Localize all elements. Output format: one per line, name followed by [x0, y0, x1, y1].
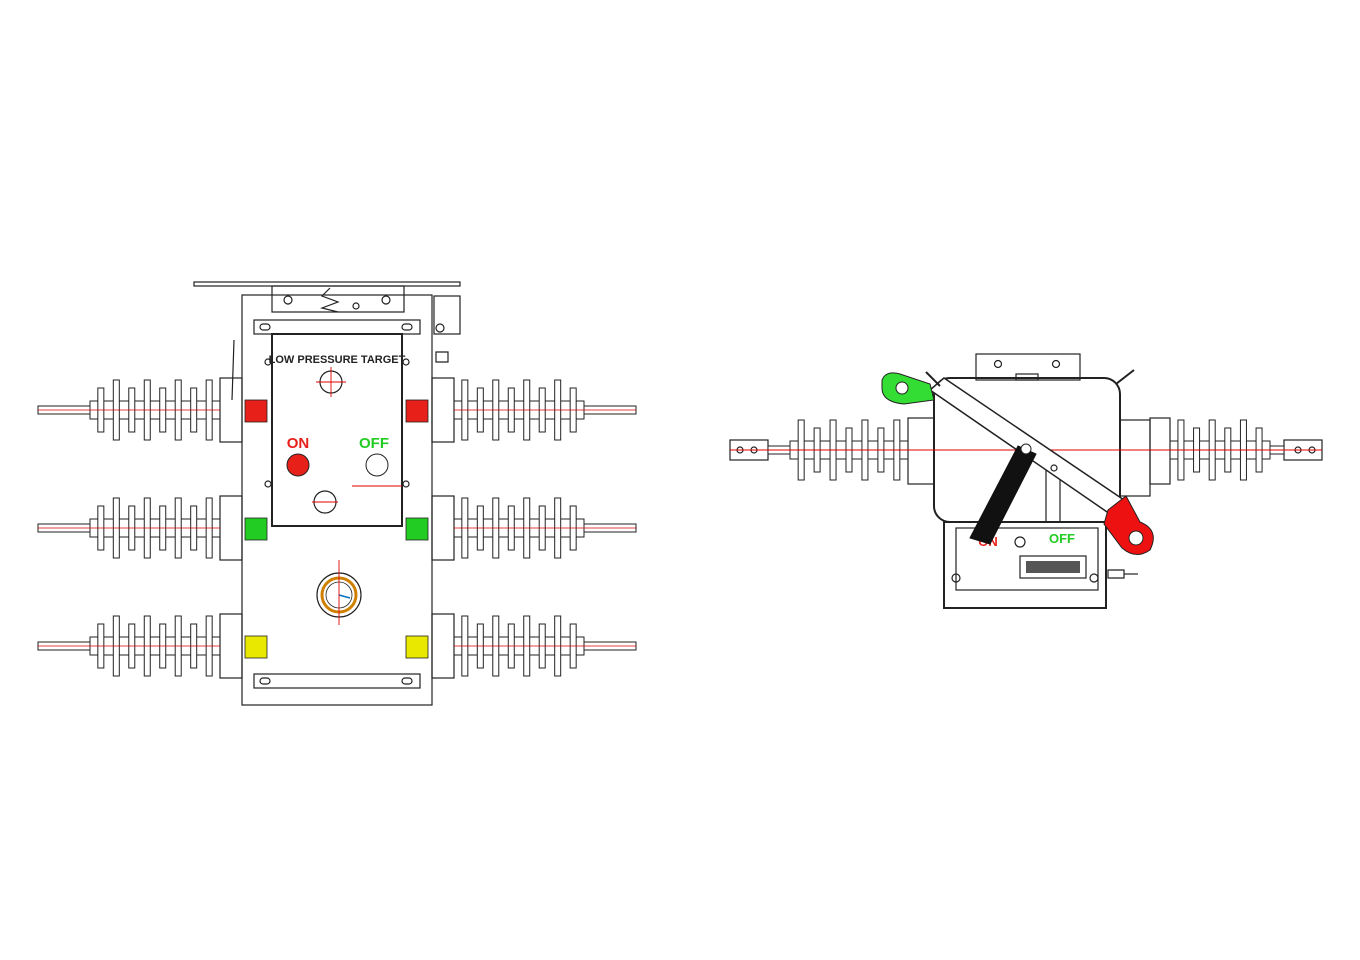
- insulator-bushing: [37, 615, 221, 677]
- front-on-label: ON: [287, 435, 310, 452]
- insulator-bushing: [453, 497, 637, 559]
- side-top-bracket: [975, 353, 1081, 381]
- panel-bolt: [402, 358, 410, 366]
- bottom-slot: [401, 677, 413, 685]
- bottom-bar: [253, 673, 421, 689]
- top-bolt: [283, 295, 293, 305]
- panel-bolt: [264, 480, 272, 488]
- top-mounting-plate: [193, 281, 461, 287]
- side-pipe: [231, 339, 235, 401]
- side-fitting: [433, 295, 461, 335]
- bottom-slot: [259, 677, 271, 685]
- black-lever-arm: [969, 445, 1037, 545]
- panel-bolt: [402, 480, 410, 488]
- lever-pivot: [1020, 443, 1032, 455]
- bushing-flange: [219, 377, 243, 443]
- green-handle-hole: [895, 381, 909, 395]
- control-panel-box: [271, 333, 403, 527]
- lever-rod: [925, 371, 941, 387]
- side-right-fitting: [1119, 419, 1151, 497]
- top-spring: [319, 287, 340, 313]
- off-indicator: [365, 453, 389, 477]
- bushing-flange: [219, 613, 243, 679]
- low-pressure-target-label: LOW PRESSURE TARGET: [269, 354, 406, 366]
- insulator-bushing: [453, 379, 637, 441]
- phase-indicator-green: [405, 517, 429, 541]
- insulator-bushing: [453, 615, 637, 677]
- cover-bar: [253, 319, 421, 335]
- side-top-bolt: [1051, 359, 1061, 369]
- bushing-flange: [431, 613, 455, 679]
- panel-bolt: [264, 358, 272, 366]
- side-top-bolt: [993, 359, 1003, 369]
- cover-slot: [401, 323, 413, 331]
- bushing-flange: [219, 495, 243, 561]
- side-knob: [1014, 536, 1026, 548]
- side-cabinet-bolt: [951, 573, 961, 583]
- side-nozzle: [435, 351, 449, 363]
- side-bolt: [435, 323, 445, 333]
- pressure-gauge-needle: [338, 594, 351, 599]
- cover-slot: [259, 323, 271, 331]
- nameplate: [1019, 555, 1087, 579]
- red-handle-hole: [1128, 530, 1144, 546]
- front-off-label: OFF: [359, 435, 389, 452]
- phase-indicator-red: [244, 399, 268, 423]
- side-off-label: OFF: [1049, 531, 1075, 546]
- phase-indicator-yellow: [405, 635, 429, 659]
- front-view: LOW PRESSURE TARGET ON OFF: [37, 281, 637, 706]
- front-bushings: [37, 379, 637, 677]
- side-bushing-flange: [907, 417, 935, 485]
- lever-pin: [1050, 464, 1058, 472]
- phase-indicator-yellow: [244, 635, 268, 659]
- nameplate-text-block: [1026, 561, 1080, 573]
- side-bushing-flange: [1149, 417, 1171, 485]
- top-bolt: [352, 302, 360, 310]
- bushing-flange: [431, 377, 455, 443]
- side-control-panel: [955, 527, 1099, 591]
- bushing-flange: [431, 495, 455, 561]
- side-cabinet-bolt: [1089, 573, 1099, 583]
- phase-indicator-red: [405, 399, 429, 423]
- phase-indicator-green: [244, 517, 268, 541]
- on-indicator: [286, 453, 310, 477]
- insulator-bushing: [37, 497, 221, 559]
- side-view: ON OFF: [729, 353, 1323, 609]
- side-vent-fitting: [1107, 569, 1125, 579]
- insulator-bushing: [37, 379, 221, 441]
- top-bolt: [381, 295, 391, 305]
- side-control-cabinet: [943, 521, 1107, 609]
- side-breather: [1115, 369, 1135, 385]
